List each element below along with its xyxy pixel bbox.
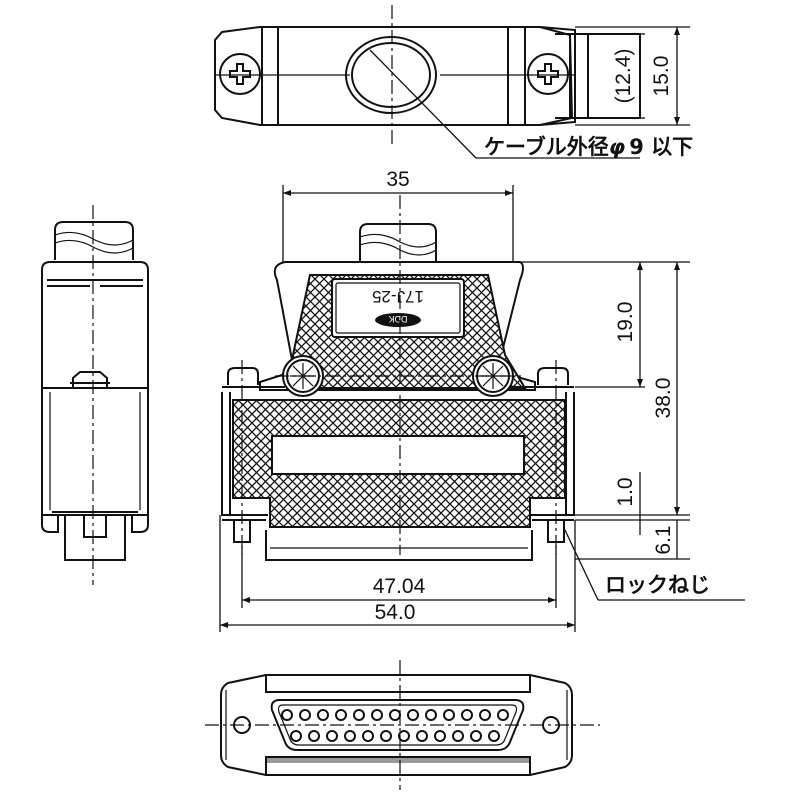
- front-view: 17J-25 DDK: [219, 168, 745, 632]
- dim-top-outer-height: 15.0: [650, 56, 673, 97]
- dim-flange-gap: 1.0: [614, 477, 637, 506]
- cable-note-prefix: ケーブル外径: [484, 135, 609, 159]
- cable-note-value: 9 以下: [629, 135, 693, 159]
- hood-label: 17J-25: [372, 287, 424, 306]
- dim-total-height: 38.0: [652, 378, 675, 419]
- dim-top-inner-height: (12.4): [612, 49, 635, 104]
- pin-row-bottom: [290, 730, 500, 742]
- cable-note-phi: φ: [609, 135, 625, 159]
- dim-overall-width: 54.0: [375, 601, 416, 624]
- pin-row-top: [281, 709, 509, 721]
- dim-hood-width: 35: [386, 168, 409, 191]
- right-screw-icon: [527, 53, 569, 95]
- dim-screw-pitch: 47.04: [373, 575, 426, 598]
- side-view: [41, 205, 149, 585]
- hood-logo: DDK: [388, 314, 407, 324]
- dim-upper-height: 19.0: [614, 302, 637, 343]
- left-screw-icon: [219, 53, 261, 95]
- connector-face-view: [205, 660, 600, 790]
- lock-screw-label: ロックねじ: [605, 573, 710, 597]
- dim-screw-protrusion: 6.1: [652, 525, 675, 554]
